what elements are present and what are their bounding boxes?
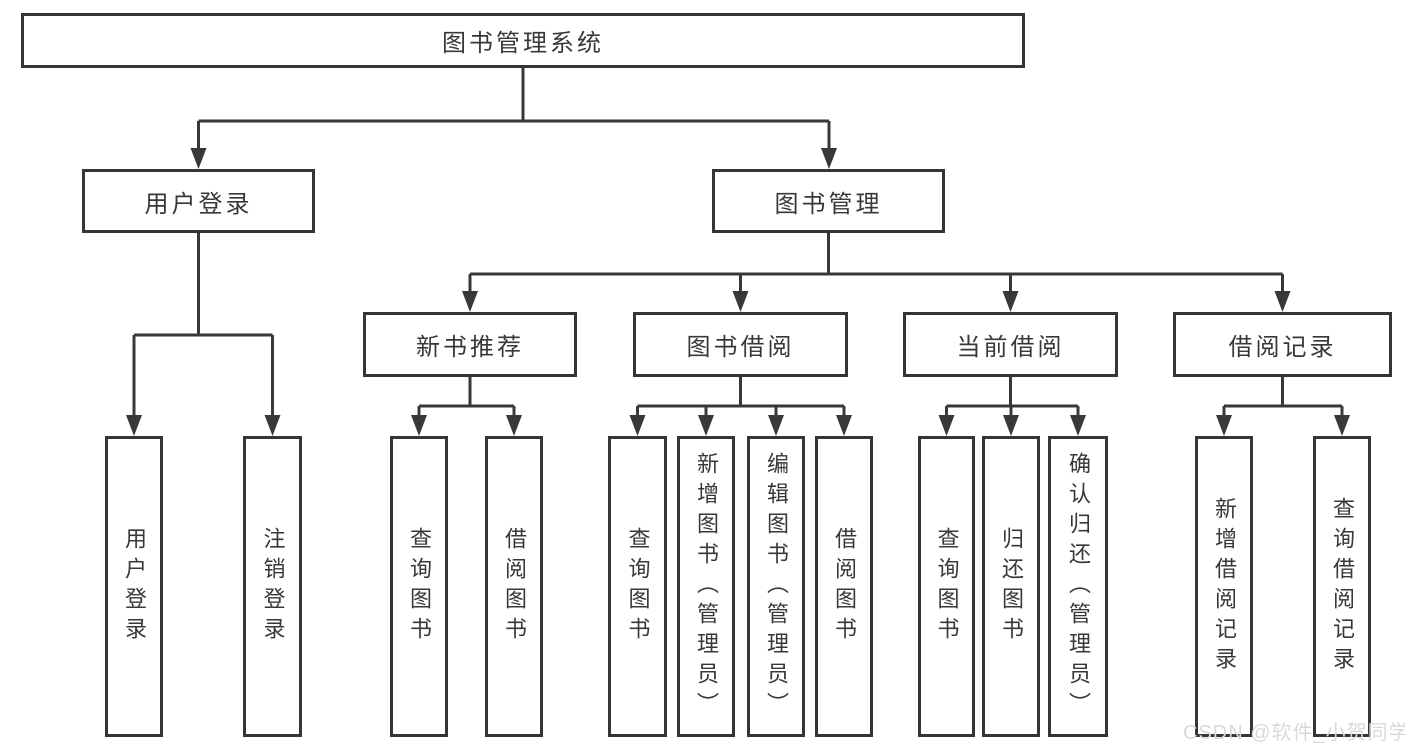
- leaf-add-borrow-record: 新增借阅记录: [1195, 436, 1253, 737]
- leaf-query-books-recommend: 查询图书: [390, 436, 448, 737]
- leaf-query-borrow-record: 查询借阅记录: [1313, 436, 1371, 737]
- leaf-borrow-books-recommend: 借阅图书: [485, 436, 543, 737]
- node-label: 借阅记录: [1228, 334, 1337, 361]
- leaf-return-books: 归还图书: [982, 436, 1040, 737]
- watermark: CSDN @软件_小贺同学: [1183, 722, 1405, 744]
- leaf-confirm-return-admin: 确认归还（管理员）: [1048, 436, 1108, 737]
- node-book-management: 图书管理: [712, 169, 945, 233]
- leaf-edit-books-admin: 编辑图书（管理员）: [747, 436, 805, 737]
- leaf-logout: 注销登录: [243, 436, 302, 737]
- node-current-borrow: 当前借阅: [903, 312, 1118, 377]
- node-user-login: 用户登录: [82, 169, 315, 233]
- node-label: 确认归还（管理员）: [1066, 451, 1091, 722]
- node-label: 归还图书: [999, 526, 1024, 647]
- node-label: 当前借阅: [956, 334, 1065, 361]
- leaf-add-books-admin: 新增图书（管理员）: [677, 436, 735, 737]
- leaf-borrow-books: 借阅图书: [815, 436, 873, 737]
- node-label: 图书借阅: [686, 334, 795, 361]
- node-label: 借阅图书: [832, 526, 857, 647]
- node-label: 查询图书: [934, 526, 960, 647]
- node-label: 查询图书: [407, 526, 432, 647]
- node-library-system: 图书管理系统: [21, 13, 1025, 68]
- leaf-user-login: 用户登录: [105, 436, 163, 737]
- node-label: 图书管理系统: [442, 30, 604, 57]
- node-label: 注销登录: [260, 526, 286, 647]
- leaf-query-books-borrow: 查询图书: [608, 436, 667, 737]
- node-label: 用户登录: [144, 190, 253, 218]
- node-label: 查询图书: [625, 526, 651, 647]
- node-new-book-recommend: 新书推荐: [363, 312, 577, 377]
- node-label: 新增图书（管理员）: [694, 451, 719, 722]
- node-label: 借阅图书: [502, 526, 527, 647]
- node-label: 用户登录: [122, 526, 147, 647]
- leaf-query-books-current: 查询图书: [918, 436, 975, 737]
- node-label: 查询借阅记录: [1330, 496, 1355, 677]
- node-label: 新增借阅记录: [1212, 496, 1237, 677]
- node-label: 编辑图书（管理员）: [764, 451, 789, 722]
- node-borrow-records: 借阅记录: [1173, 312, 1392, 377]
- node-label: 图书管理: [774, 190, 883, 218]
- node-book-borrow: 图书借阅: [633, 312, 848, 377]
- node-label: 新书推荐: [416, 334, 524, 361]
